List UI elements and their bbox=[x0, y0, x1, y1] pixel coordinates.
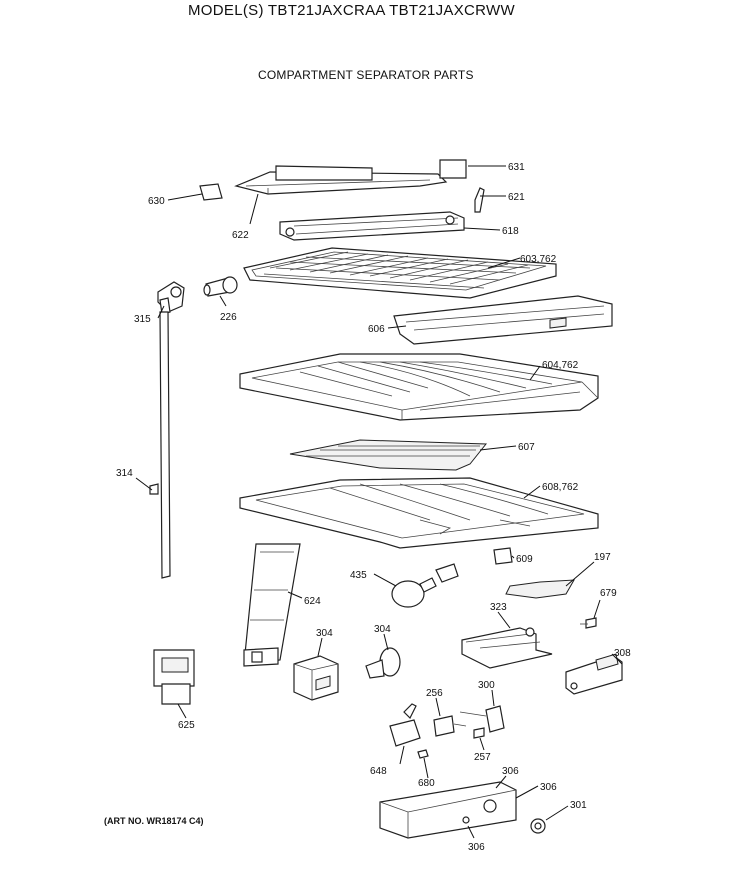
diagram-title: MODEL(S) TBT21JAXCRAA TBT21JAXCRWW bbox=[188, 2, 515, 19]
part-625 bbox=[153, 649, 195, 705]
callout-315: 315 bbox=[134, 314, 151, 325]
callout-603-762: 603,762 bbox=[520, 254, 557, 265]
part-606-trim bbox=[393, 295, 613, 345]
callout-604-762: 604,762 bbox=[542, 360, 579, 371]
part-308-plate bbox=[565, 653, 623, 695]
callout-306-right: 306 bbox=[540, 782, 557, 793]
part-622-cover bbox=[234, 165, 448, 195]
callout-308: 308 bbox=[614, 648, 631, 659]
part-304-box bbox=[293, 655, 339, 701]
part-197 bbox=[505, 579, 575, 599]
part-306-channel bbox=[379, 781, 517, 839]
part-648-motor bbox=[389, 703, 421, 747]
callout-631: 631 bbox=[508, 162, 525, 173]
callout-680: 680 bbox=[418, 778, 435, 789]
callout-624: 624 bbox=[304, 596, 321, 607]
leader-lines bbox=[135, 165, 623, 839]
part-604-pan bbox=[239, 353, 599, 421]
callout-300: 300 bbox=[478, 680, 495, 691]
callout-304-dial: 304 bbox=[374, 624, 391, 635]
callout-323: 323 bbox=[490, 602, 507, 613]
art-number: (ART NO. WR18174 C4) bbox=[104, 816, 204, 826]
part-607-insulation bbox=[289, 439, 488, 471]
callout-622: 622 bbox=[232, 230, 249, 241]
part-609 bbox=[493, 547, 513, 565]
part-624-duct bbox=[243, 543, 301, 667]
callout-304-box: 304 bbox=[316, 628, 333, 639]
callout-301: 301 bbox=[570, 800, 587, 811]
callout-648: 648 bbox=[370, 766, 387, 777]
callout-197: 197 bbox=[594, 552, 611, 563]
callout-618: 618 bbox=[502, 226, 519, 237]
callout-630: 630 bbox=[148, 196, 165, 207]
callout-607: 607 bbox=[518, 442, 535, 453]
callout-257: 257 bbox=[474, 752, 491, 763]
part-621 bbox=[474, 187, 485, 213]
part-608-pan bbox=[239, 477, 599, 549]
callout-625: 625 bbox=[178, 720, 195, 731]
callout-621: 621 bbox=[508, 192, 525, 203]
part-679-screw bbox=[580, 617, 597, 629]
part-300-switch bbox=[459, 705, 505, 733]
part-323-bracket bbox=[461, 627, 553, 669]
part-631 bbox=[439, 159, 467, 179]
diagram-subtitle: COMPARTMENT SEPARATOR PARTS bbox=[258, 68, 474, 82]
part-618-rail bbox=[279, 211, 465, 241]
part-226 bbox=[203, 276, 238, 297]
part-314-rod bbox=[149, 311, 171, 579]
part-256-connector bbox=[433, 715, 467, 737]
callout-256: 256 bbox=[426, 688, 443, 699]
callout-435: 435 bbox=[350, 570, 367, 581]
callout-609: 609 bbox=[516, 554, 533, 565]
part-603-shelf bbox=[243, 247, 557, 299]
part-435-bulb bbox=[391, 563, 459, 608]
callout-306-bottom: 306 bbox=[468, 842, 485, 853]
callout-608-762: 608,762 bbox=[542, 482, 579, 493]
callout-306-top: 306 bbox=[502, 766, 519, 777]
callout-226: 226 bbox=[220, 312, 237, 323]
part-301-nut bbox=[530, 818, 546, 834]
part-630 bbox=[199, 183, 223, 201]
part-680 bbox=[417, 749, 429, 759]
part-315-hinge bbox=[157, 281, 185, 315]
part-257 bbox=[473, 727, 485, 739]
part-304-dial bbox=[365, 647, 401, 679]
callout-679: 679 bbox=[600, 588, 617, 599]
callout-606: 606 bbox=[368, 324, 385, 335]
callout-314: 314 bbox=[116, 468, 133, 479]
